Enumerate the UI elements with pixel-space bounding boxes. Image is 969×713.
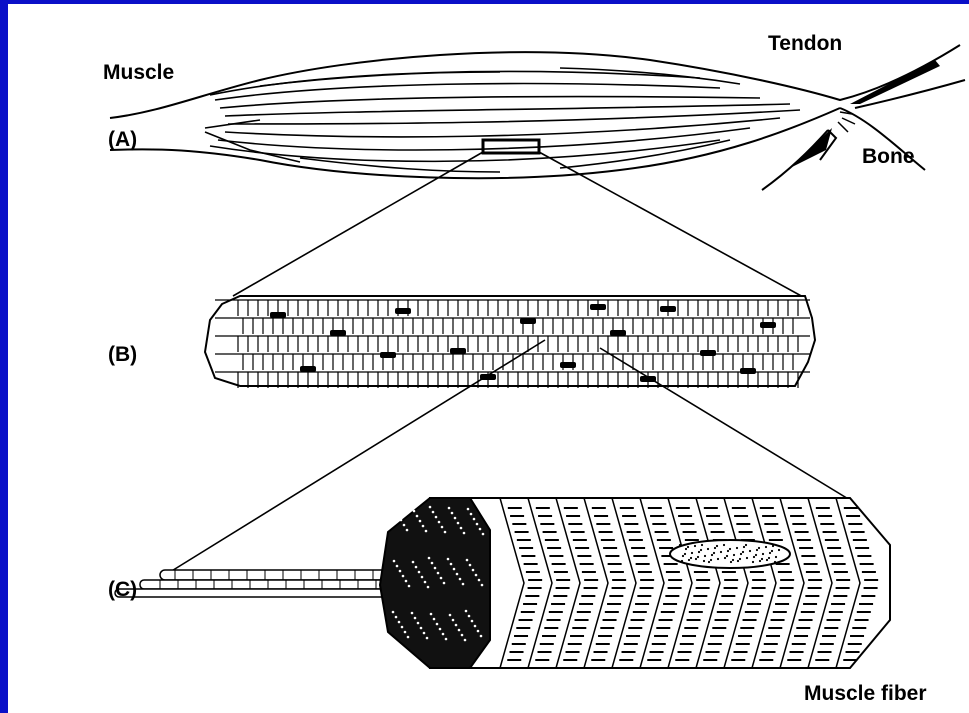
fiber-cross-section [380, 498, 490, 668]
muscle-fiber-cylinder [380, 498, 890, 668]
bone-label: Bone [862, 145, 915, 168]
muscle-label: Muscle [103, 61, 174, 84]
label-b: (B) [108, 343, 137, 366]
tendon-wedge [850, 60, 940, 104]
fiber-nucleus [670, 540, 790, 568]
label-c: (C) [108, 578, 137, 601]
muscle-fascicle-lines [205, 68, 800, 172]
fascicle-bundle [205, 296, 815, 388]
diagram-panel: Muscle Tendon Bone (A) (B) (C) Muscle fi… [8, 4, 969, 713]
tendon-label: Tendon [768, 32, 842, 55]
label-a: (A) [108, 128, 137, 151]
myofibril-rods [115, 570, 400, 597]
zoom-box-a [483, 140, 539, 153]
muscle-structure-diagram: Muscle Tendon Bone (A) (B) (C) Muscle fi… [8, 4, 969, 713]
muscle-fiber-label: Muscle fiber [804, 682, 927, 705]
zoom-lines-a-b [233, 152, 805, 298]
